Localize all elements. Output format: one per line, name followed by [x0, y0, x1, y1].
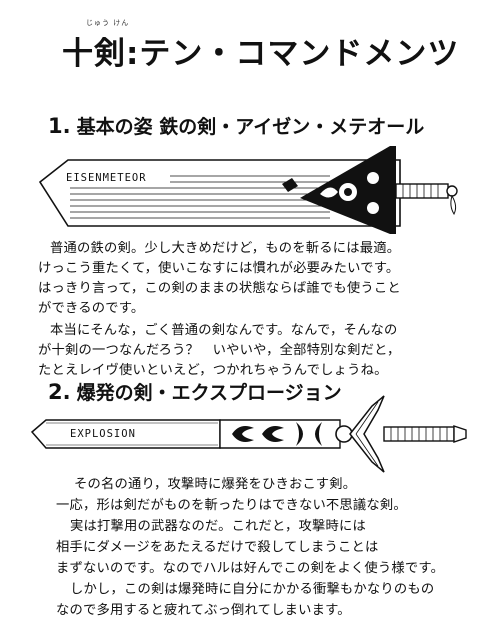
section2-line-3: 実は打撃用の武器なのだ。これだと，攻撃時には: [70, 519, 366, 534]
section2-line-6: しかし，この剣は爆発時に自分にかかる衝撃もかなりのもの: [70, 582, 435, 597]
section1-line-6: が十剣の一つなんだろう？ いやいや，全部特別な剣だと，: [38, 343, 401, 358]
section2-line-7: なので多用すると疲れてぶっ倒れてしまいます。: [56, 603, 351, 618]
section2-number: 2.: [48, 380, 71, 404]
section1-line-5: 本当にそんな，ごく普通の剣なんです。なんで，そんなの: [50, 323, 398, 338]
page-title: 十剣:テン・コマンドメンツ: [62, 36, 460, 72]
section2-line-1: その名の通り，攻撃時に爆発をひきおこす剣。: [74, 477, 357, 492]
section1-title: 基本の姿 鉄の剣・アイゼン・メテオール: [76, 116, 425, 138]
section1-number: 1.: [48, 114, 71, 138]
section2-sword-label: EXPLOSION: [70, 428, 136, 440]
section2-line-4: 相手にダメージをあたえるだけで殺してしまうことは: [56, 540, 379, 555]
section1-line-2: けっこう重たくて，使いこなすには慣れが必要みたいです。: [38, 261, 400, 276]
section1-line-4: ができるのです。: [38, 301, 145, 316]
section1-line-1: 普通の鉄の剣。少し大きめだけど，ものを斬るには最適。: [50, 241, 401, 256]
eisen-meteor-sword-illustration: [38, 146, 458, 234]
section2-heading: 2.爆発の剣・エクスプロージョン: [48, 378, 342, 405]
section2-line-2: 一応，形は剣だがものを斬ったりはできない不思議な剣。: [56, 498, 407, 513]
section1-line-7: たとえレイヴ使いといえど，つかれちゃうんでしょうね。: [38, 363, 388, 378]
title-furigana: じゅう けん: [86, 19, 130, 27]
section1-sword-label: EISENMETEOR: [66, 172, 147, 184]
section1-line-3: はっきり言って，この剣のままの状態ならば誰でも使うこと: [38, 281, 401, 296]
section1-heading: 1.基本の姿 鉄の剣・アイゼン・メテオール: [48, 112, 424, 139]
section2-line-5: まずないのです。なのでハルは好んでこの剣をよく使う様です。: [56, 561, 445, 576]
explosion-sword-illustration: [30, 395, 467, 473]
section2-title: 爆発の剣・エクスプロージョン: [76, 382, 342, 404]
